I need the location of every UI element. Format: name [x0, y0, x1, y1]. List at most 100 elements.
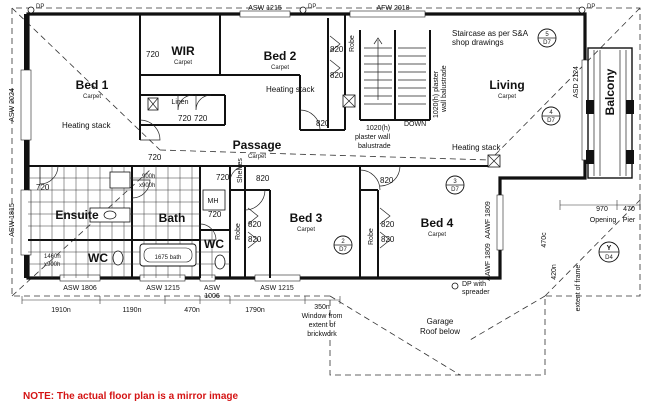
heating-stack-label: Heating stack: [452, 143, 501, 152]
shower-base: [109, 171, 131, 189]
linen-label: Linen: [171, 99, 188, 106]
interior-walls: [28, 14, 500, 278]
room-label-wc: WC: [88, 251, 108, 265]
floor-finish: Carpet: [271, 65, 289, 71]
roof-hip-line: [469, 295, 546, 341]
manhole-label: MH: [208, 198, 219, 205]
svg-text:820: 820: [248, 235, 262, 244]
dp-label: DP: [587, 4, 595, 10]
dim-label: AFW 2018: [376, 5, 409, 12]
shelves-label: Shelves: [237, 158, 244, 183]
dim-label: 420n: [551, 264, 558, 280]
dim-label: 470: [623, 206, 635, 213]
room-label-wc: WC: [204, 237, 224, 251]
window-note: extent of: [309, 322, 336, 329]
robe-label: Robe: [235, 223, 242, 240]
room-label-wir: WIR: [171, 44, 195, 58]
dp-label: DP: [308, 4, 316, 10]
shower-size-label: 1460h: [44, 254, 61, 260]
dim-label: ASW 1215: [146, 285, 180, 292]
dim-label: 1910n: [51, 307, 71, 314]
dp-spreader-label: spreader: [462, 289, 490, 296]
room-label-balcony: Balcony: [603, 68, 617, 115]
dimension-lines: [21, 200, 641, 304]
roof-hip-line: [329, 295, 461, 376]
dim-label: 1790n: [245, 307, 265, 314]
garage-label: Roof below: [420, 327, 460, 336]
dim-label: 350n: [314, 304, 330, 311]
roof-hip-line: [489, 7, 641, 161]
roof-outline: [11, 7, 641, 376]
dim-label: 470c: [541, 232, 548, 248]
plaster-wall-note: balustrade: [358, 143, 391, 150]
roof-hip-line: [11, 7, 161, 151]
opening-label: Opening: [590, 217, 617, 224]
manhole: [202, 189, 226, 211]
basin: [103, 210, 117, 220]
floor-finish: Carpet: [428, 232, 446, 238]
svg-text:820: 820: [316, 119, 330, 128]
svg-text:820: 820: [248, 220, 262, 229]
robe-label: Robe: [368, 228, 375, 245]
shower-size-label: x900h: [139, 183, 155, 189]
svg-text:820: 820: [256, 174, 270, 183]
dim-label: AAWF 1809: [485, 243, 492, 281]
staircase-treads: [364, 37, 426, 105]
frame-extent-label: extent of frame: [575, 265, 582, 312]
dim-label: ASW: [204, 285, 220, 292]
shower-size-label: 900h: [142, 174, 155, 180]
marker-ref: D4: [605, 255, 613, 261]
dim-label: ASW 1815: [9, 203, 16, 237]
plaster-wall-note: 1020(h): [366, 125, 390, 132]
toilet: [112, 250, 124, 266]
dim-label: ASW 1215: [260, 285, 294, 292]
stair-down-label: DOWN: [404, 121, 426, 128]
svg-text:720: 720: [216, 173, 230, 182]
heating-stack-label: Heating stack: [266, 85, 315, 94]
floor-finish: Carpet: [174, 60, 192, 66]
roof-ridge-line: [159, 149, 491, 161]
bathtub: [139, 243, 197, 267]
dim-label: ASW 2024: [9, 88, 16, 122]
section-marker: [537, 28, 557, 48]
floor-finish: Carpet: [498, 94, 516, 100]
window-note: brickwork: [307, 331, 337, 338]
downpipe: [578, 6, 586, 14]
room-label-passage: Passage: [233, 138, 282, 152]
svg-text:720: 720: [36, 183, 50, 192]
dim-label: ASD 2124: [573, 66, 580, 98]
dp-label: DP: [36, 4, 44, 10]
dim-label: ASW 1806: [63, 285, 97, 292]
floor-finish: Carpet: [83, 94, 101, 100]
shower-size-label: x900h: [44, 262, 60, 268]
door-size-labels: 720 720 720 720 720 720 720 820 820 820 …: [36, 45, 395, 244]
section-marker: [445, 175, 465, 195]
garage-label: Garage: [427, 317, 454, 326]
room-label-bed3: Bed 3: [290, 211, 323, 225]
dim-label: AAWF 1809: [485, 201, 492, 239]
door-swings: [39, 94, 401, 241]
roof-hip-line: [11, 169, 151, 297]
svg-text:720: 720: [178, 114, 192, 123]
balcony-pier: [586, 150, 594, 164]
marker-ref: D7: [451, 187, 459, 193]
svg-text:820: 820: [330, 71, 344, 80]
exterior-wall-left: [24, 14, 28, 278]
window-note: Window from: [302, 313, 343, 320]
room-label-ensuite: Ensuite: [55, 208, 99, 222]
section-marker: [541, 106, 561, 126]
marker-ref: D7: [543, 40, 551, 46]
section-marker: [598, 241, 620, 263]
balcony-pier: [586, 100, 594, 114]
dim-label: 970: [596, 206, 608, 213]
section-marker: [333, 235, 353, 255]
bath-size-label: 1675 bath: [155, 255, 182, 261]
svg-text:820: 820: [381, 220, 395, 229]
robe-sliding-doors: [247, 35, 391, 249]
plaster-wall-note: wall balustrade: [441, 65, 448, 113]
marker-number: 2: [341, 239, 345, 245]
room-label-living: Living: [489, 78, 524, 92]
plaster-wall-note: 1020(h) plaster: [433, 70, 440, 118]
